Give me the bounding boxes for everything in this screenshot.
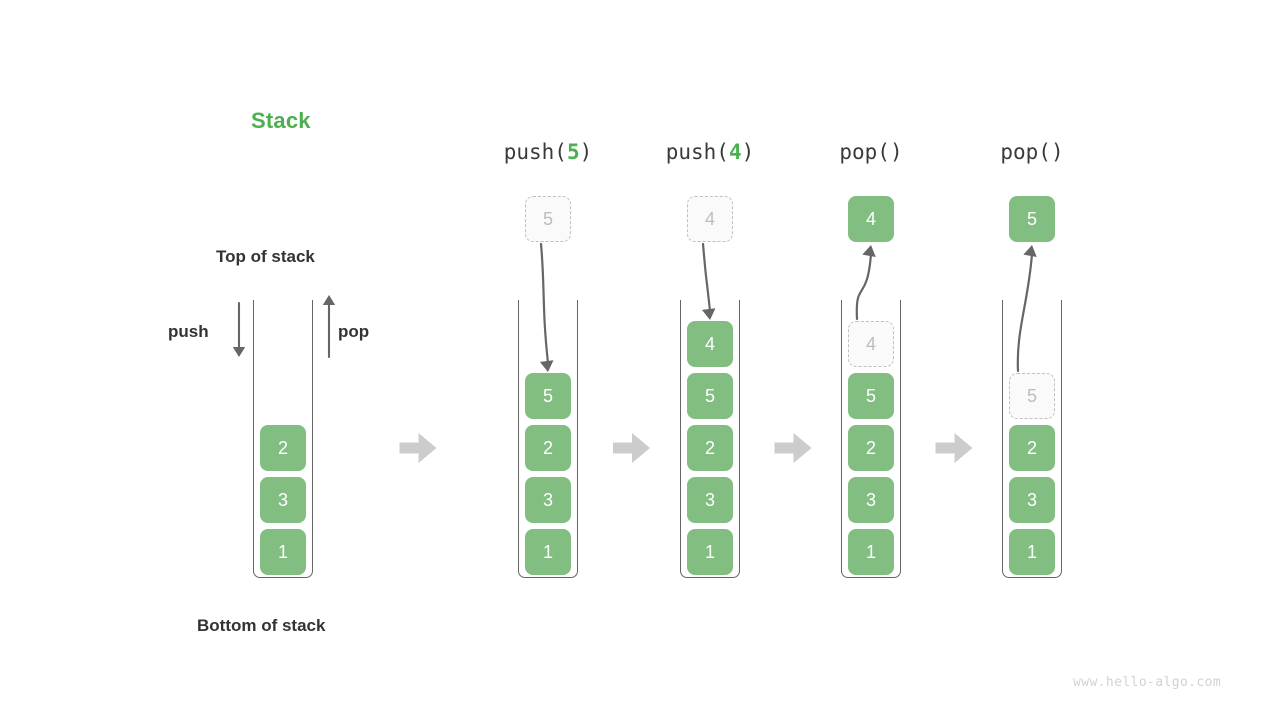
bottom-of-stack-label: Bottom of stack [197,616,326,635]
cell-value: 5 [704,386,715,406]
transition-arrow-1 [399,433,437,463]
transition-arrow-4 [935,433,973,463]
cell-value: 1 [277,542,288,562]
cell-value: 2 [542,438,553,458]
stack-container-step-3 [841,300,901,578]
header-close: ) [889,140,903,164]
cell-value: 1 [542,542,553,562]
cell-value: 1 [865,542,876,562]
cell-value: 5 [1026,209,1037,229]
stack-cell-step1-1: 2 [525,425,571,471]
pop-flow-arrow-head-3 [862,245,876,258]
column-header-4: pop() [932,140,1132,164]
stack-container-step-4 [1002,300,1062,578]
header-fn: push( [503,140,567,164]
top-of-stack-label: Top of stack [216,247,315,266]
pop-flow-arrow-head-4 [1023,245,1037,258]
column-header-2: push(4) [610,140,810,164]
stack-container-initial [253,300,313,578]
stack-cell-step2-4: 1 [687,529,733,575]
header-fn: pop( [839,140,890,164]
stack-cell-step3-0: 4 [848,321,894,367]
header-close: ) [579,140,593,164]
header-arg: 4 [728,140,742,164]
stack-cell-step1-0: 5 [525,373,571,419]
cell-value: 2 [277,438,288,458]
stack-cell-step4-3: 1 [1009,529,1055,575]
stack-cell-step4-2: 3 [1009,477,1055,523]
cell-value: 5 [865,386,876,406]
cell-value: 1 [1026,542,1037,562]
header-arg: 5 [566,140,580,164]
push-arrow-head [232,347,246,357]
cell-value: 4 [865,209,876,229]
transition-arrow-3 [774,433,812,463]
cell-value: 3 [1026,490,1037,510]
header-close: ) [741,140,755,164]
stack-cell-step2-3: 3 [687,477,733,523]
header-fn: pop( [1000,140,1051,164]
stack-cell-step2-1: 5 [687,373,733,419]
stack-cell-initial-0: 2 [260,425,306,471]
cell-value: 5 [542,386,553,406]
column-header-3: pop() [771,140,971,164]
stack-cell-step2-2: 2 [687,425,733,471]
cell-value: 3 [865,490,876,510]
header-fn: push( [665,140,729,164]
cell-value: 4 [704,209,715,229]
transition-arrow-2 [613,433,650,463]
stack-cell-step3-2: 2 [848,425,894,471]
stack-container-step-2 [680,300,740,578]
header-close: ) [1050,140,1064,164]
stack-cell-initial-1: 3 [260,477,306,523]
cell-value: 5 [1026,386,1037,406]
push-label: push [168,322,209,341]
stack-cell-initial-2: 1 [260,529,306,575]
cell-value: 3 [277,490,288,510]
cell-value: 2 [1026,438,1037,458]
cell-value: 1 [704,542,715,562]
pushed-value-2: 4 [687,196,733,242]
stack-cell-step2-0: 4 [687,321,733,367]
cell-value: 2 [704,438,715,458]
popped-value-3: 4 [848,196,894,242]
stack-cell-step3-4: 1 [848,529,894,575]
pop-arrow-head [322,295,336,305]
page-title: Stack [251,108,311,133]
stack-cell-step4-0: 5 [1009,373,1055,419]
stack-cell-step1-3: 1 [525,529,571,575]
stack-cell-step3-3: 3 [848,477,894,523]
cell-value: 3 [704,490,715,510]
popped-value-4: 5 [1009,196,1055,242]
watermark: www.hello-algo.com [1073,675,1222,690]
cell-value: 5 [542,209,553,229]
cell-value: 4 [865,334,876,354]
pushed-value-1: 5 [525,196,571,242]
stack-cell-step1-2: 3 [525,477,571,523]
stack-cell-step4-1: 2 [1009,425,1055,471]
stack-container-step-1 [518,300,578,578]
cell-value: 2 [865,438,876,458]
stack-cell-step3-1: 5 [848,373,894,419]
cell-value: 3 [542,490,553,510]
column-header-1: push(5) [448,140,648,164]
pop-label: pop [338,322,370,341]
cell-value: 4 [704,334,715,354]
